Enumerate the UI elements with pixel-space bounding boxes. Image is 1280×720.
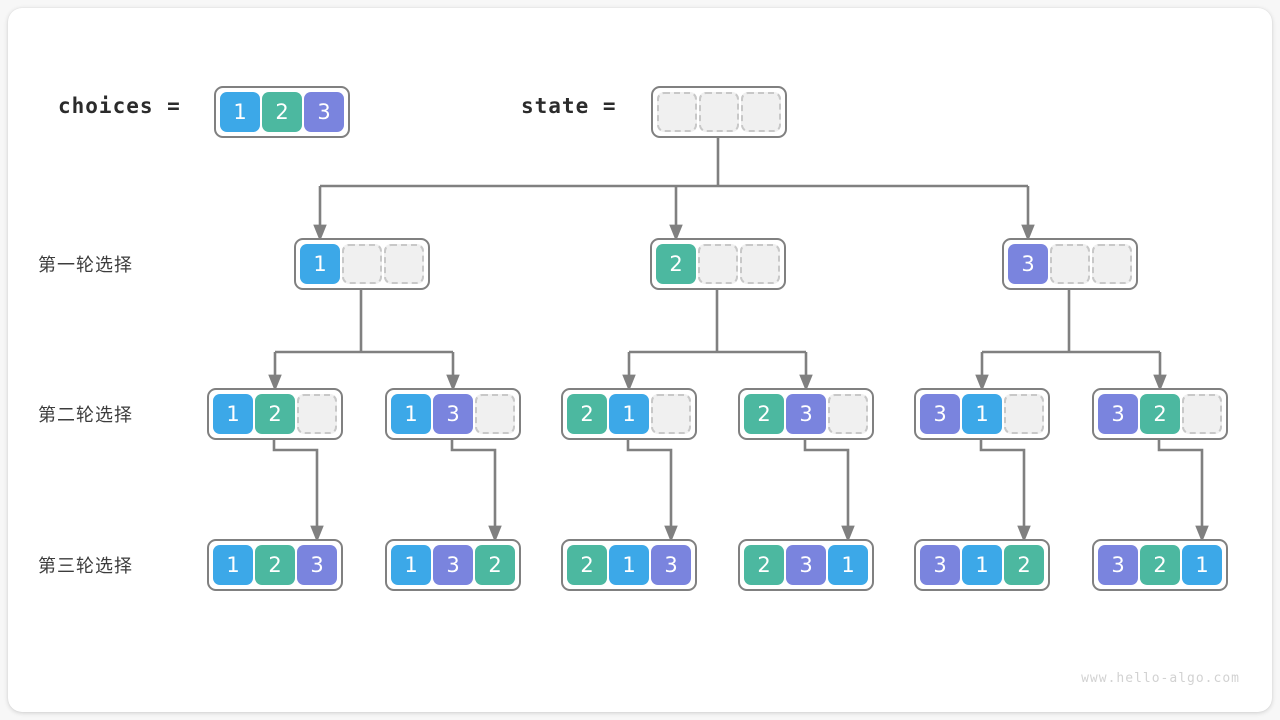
array-cell-value: 2 <box>255 394 295 434</box>
level1-array-3: 3 <box>1002 238 1138 290</box>
array-cell-value: 1 <box>609 545 649 585</box>
array-cell-value: 3 <box>920 545 960 585</box>
array-cell-value: 1 <box>391 545 431 585</box>
array-cell-empty <box>741 92 781 132</box>
array-cell-value: 2 <box>567 545 607 585</box>
row-label-round-2: 第二轮选择 <box>38 405 133 426</box>
array-cell-empty <box>657 92 697 132</box>
level1-array-2: 2 <box>650 238 786 290</box>
array-cell-value: 2 <box>744 394 784 434</box>
array-cell-empty <box>740 244 780 284</box>
array-cell-value: 2 <box>567 394 607 434</box>
array-cell-empty <box>1050 244 1090 284</box>
array-cell-value: 3 <box>1098 394 1138 434</box>
array-cell-value: 3 <box>1008 244 1048 284</box>
array-cell-value: 1 <box>1182 545 1222 585</box>
array-cell-value: 3 <box>433 394 473 434</box>
level1-array-1: 1 <box>294 238 430 290</box>
array-cell-value: 2 <box>475 545 515 585</box>
array-cell-empty <box>698 244 738 284</box>
array-cell-value: 3 <box>1098 545 1138 585</box>
array-cell-empty <box>297 394 337 434</box>
array-cell-value: 2 <box>1004 545 1044 585</box>
array-cell-empty <box>475 394 515 434</box>
array-cell-value: 1 <box>213 545 253 585</box>
array-cell-empty <box>1004 394 1044 434</box>
array-cell-value: 3 <box>304 92 344 132</box>
array-cell-empty <box>1182 394 1222 434</box>
array-cell-value: 3 <box>297 545 337 585</box>
state-label: state = <box>521 94 617 118</box>
array-cell-value: 1 <box>609 394 649 434</box>
array-cell-value: 2 <box>744 545 784 585</box>
array-cell-value: 2 <box>255 545 295 585</box>
array-cell-empty <box>699 92 739 132</box>
watermark: www.hello-algo.com <box>1081 671 1240 686</box>
diagram-card <box>8 8 1272 712</box>
array-cell-value: 3 <box>920 394 960 434</box>
array-cell-value: 1 <box>828 545 868 585</box>
array-cell-value: 2 <box>1140 394 1180 434</box>
array-cell-empty <box>651 394 691 434</box>
array-cell-value: 2 <box>1140 545 1180 585</box>
array-cell-empty <box>1092 244 1132 284</box>
array-cell-value: 3 <box>786 394 826 434</box>
array-cell-value: 2 <box>656 244 696 284</box>
array-cell-value: 1 <box>962 394 1002 434</box>
choices-label: choices = <box>58 94 181 118</box>
row-label-round-1: 第一轮选择 <box>38 255 133 276</box>
array-cell-value: 1 <box>300 244 340 284</box>
array-cell-value: 3 <box>651 545 691 585</box>
array-cell-value: 3 <box>786 545 826 585</box>
array-cell-value: 1 <box>391 394 431 434</box>
array-cell-empty <box>342 244 382 284</box>
row-label-round-3: 第三轮选择 <box>38 556 133 577</box>
array-cell-empty <box>384 244 424 284</box>
array-cell-value: 3 <box>433 545 473 585</box>
array-cell-value: 1 <box>962 545 1002 585</box>
array-cell-value: 1 <box>220 92 260 132</box>
array-cell-empty <box>828 394 868 434</box>
array-cell-value: 1 <box>213 394 253 434</box>
state-array <box>651 86 787 138</box>
array-cell-value: 2 <box>262 92 302 132</box>
